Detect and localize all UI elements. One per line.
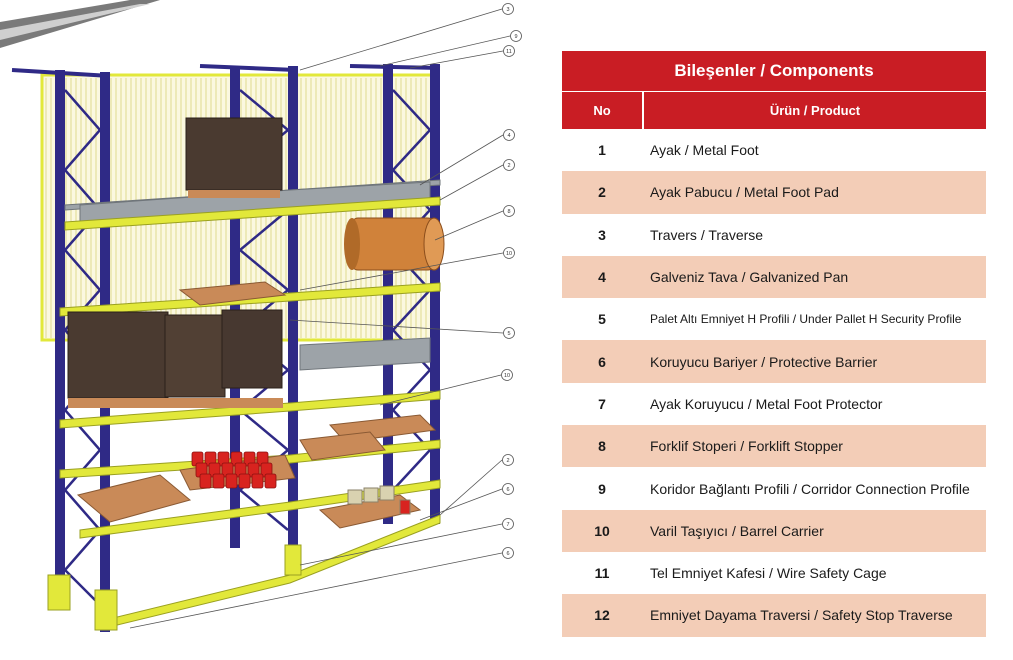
row-number: 7 <box>598 395 606 412</box>
callout-circle <box>503 129 515 141</box>
leader-line <box>419 134 504 186</box>
row-product: Palet Altı Emniyet H Profili / Under Pal… <box>650 312 962 327</box>
leader-line <box>439 164 504 201</box>
row-number: 8 <box>598 438 606 455</box>
callout-number: 10 <box>504 373 510 379</box>
row-product: Travers / Traverse <box>650 226 764 243</box>
row-product: Ayak / Metal Foot <box>650 142 759 159</box>
table-row: 7 Ayak Koruyucu / Metal Foot Protector <box>562 383 986 425</box>
callout-circle <box>502 3 514 15</box>
callout-number: 7 <box>506 522 509 528</box>
row-product: Emniyet Dayama Traversi / Safety Stop Tr… <box>650 607 953 624</box>
col-header-product: Ürün / Product <box>644 92 986 129</box>
leader-line <box>129 552 503 629</box>
row-product: Tel Emniyet Kafesi / Wire Safety Cage <box>650 565 887 582</box>
row-number: 10 <box>594 522 610 539</box>
callout-circle <box>501 369 513 381</box>
foot-protectors <box>47 544 302 631</box>
row-number: 4 <box>598 269 606 286</box>
cargo-boxes <box>67 117 283 408</box>
callout-number: 3 <box>506 7 509 13</box>
top-arms <box>11 64 441 78</box>
row-number: 12 <box>594 607 610 624</box>
row-product: Koridor Bağlantı Profili / Corridor Conn… <box>650 480 970 497</box>
row-product: Ayak Koruyucu / Metal Foot Protector <box>650 395 883 412</box>
callout-circle <box>510 30 522 42</box>
row-product: Galveniz Tava / Galvanized Pan <box>650 269 849 286</box>
callout-number: 8 <box>507 209 510 215</box>
table-title: Bileşenler / Components <box>562 51 986 92</box>
row-number: 1 <box>598 142 606 159</box>
red-drum <box>199 473 212 489</box>
callout-circle <box>503 45 515 57</box>
row-number: 5 <box>598 311 606 328</box>
row-number: 6 <box>598 353 606 370</box>
leader-line <box>409 50 504 69</box>
callout-number: 4 <box>507 133 510 139</box>
table-row: 11 Tel Emniyet Kafesi / Wire Safety Cage <box>562 552 986 594</box>
table-row: 4 Galveniz Tava / Galvanized Pan <box>562 255 986 299</box>
callout-circle <box>502 483 514 495</box>
barrel <box>344 217 445 271</box>
red-drums <box>191 451 277 489</box>
callout-number: 6 <box>506 551 509 557</box>
leader-line <box>439 459 503 516</box>
table-row: 8 Forklif Stoperi / Forklift Stopper <box>562 425 986 468</box>
table-row: 12 Emniyet Dayama Traversi / Safety Stop … <box>562 594 986 637</box>
row-number: 2 <box>598 184 606 201</box>
callout-circle <box>503 205 515 217</box>
galvanized-pans <box>64 179 441 371</box>
callout-number: 2 <box>506 458 509 464</box>
callout-circle <box>503 159 515 171</box>
table-row: 9 Koridor Bağlantı Profili / Corridor Con… <box>562 467 986 509</box>
callout-circle <box>503 247 515 259</box>
leader-line <box>299 523 503 566</box>
red-drum <box>212 473 225 489</box>
table-header: No Ürün / Product <box>562 92 986 129</box>
callout-number: 6 <box>506 487 509 493</box>
callout-circle <box>502 454 514 466</box>
red-drum <box>264 473 277 489</box>
small-crates <box>347 485 411 515</box>
row-product: Ayak Pabucu / Metal Foot Pad <box>650 184 839 201</box>
leader-line <box>289 319 504 334</box>
callout-number: 5 <box>507 331 510 337</box>
corner-banner <box>0 0 160 48</box>
pallets <box>76 281 437 529</box>
table-row: 5 Palet Altı Emniyet H Profili / Under Pa… <box>562 298 986 340</box>
red-drum <box>225 473 238 489</box>
row-product: Koruyucu Bariyer / Protective Barrier <box>650 353 878 370</box>
callout-number: 9 <box>514 34 517 40</box>
table-row: 10 Varil Taşıyıcı / Barrel Carrier <box>562 509 986 552</box>
row-number: 11 <box>594 565 610 582</box>
row-number: 9 <box>598 480 606 497</box>
table-row: 2 Ayak Pabucu / Metal Foot Pad <box>562 171 986 214</box>
callout-group: 3 9 11 4 2 8 10 5 10 2 6 7 6 <box>129 3 522 629</box>
callout-number: 10 <box>506 251 512 257</box>
leader-line <box>299 252 504 291</box>
callout-number: 11 <box>506 49 512 55</box>
leader-line <box>379 374 502 406</box>
table-row: 3 Travers / Traverse <box>562 214 986 256</box>
table-row: 1 Ayak / Metal Foot <box>562 129 986 171</box>
callout-circle <box>503 327 515 339</box>
row-number: 3 <box>598 226 606 243</box>
callout-number: 2 <box>507 163 510 169</box>
leader-line <box>434 210 504 241</box>
table-body: 1 Ayak / Metal Foot 2 Ayak Pabucu / Metal F… <box>562 129 986 637</box>
red-drum <box>238 473 251 489</box>
pallet-rack-diagram: 3 9 11 4 2 8 10 5 10 2 6 7 6 <box>0 0 522 632</box>
callout-circle <box>502 518 514 530</box>
leader-line <box>419 488 503 521</box>
red-drum <box>251 473 264 489</box>
leader-line <box>379 35 511 67</box>
row-product: Forklif Stoperi / Forklift Stopper <box>650 438 843 455</box>
col-header-no: No <box>562 92 644 129</box>
components-table: Bileşenler / Components No Ürün / Produc… <box>562 51 986 637</box>
leader-line <box>299 8 503 71</box>
table-row: 6 Koruyucu Bariyer / Protective Barrier <box>562 340 986 383</box>
row-product: Varil Taşıyıcı / Barrel Carrier <box>650 522 824 539</box>
callout-circle <box>502 547 514 559</box>
